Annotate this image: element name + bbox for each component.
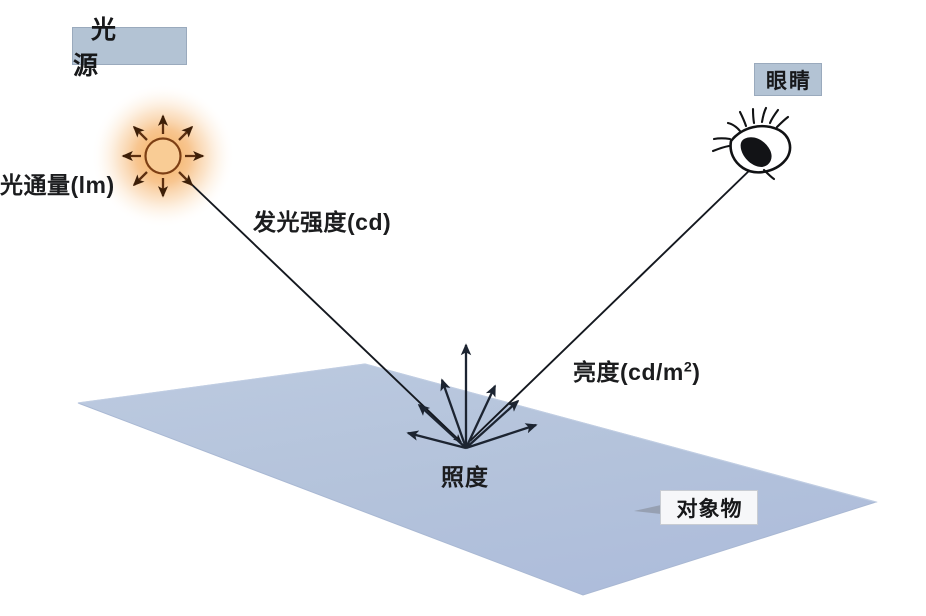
plane-top-edge (77, 363, 877, 503)
reflected-ray-2 (417, 403, 467, 449)
label-luminance-tail: ) (692, 359, 701, 385)
tag-object-label: 对象物 (676, 497, 743, 521)
label-illuminance: 照度 (441, 464, 489, 490)
sun-icon (121, 114, 205, 198)
reflected-ray-5 (464, 384, 497, 449)
tag-light-source-label: 光 源 (73, 16, 135, 80)
object-label-pointer (634, 505, 661, 514)
eye-pupil (740, 137, 772, 167)
view-ray-group (469, 166, 754, 442)
reflected-ray-3 (440, 378, 468, 449)
reflected-ray-1 (406, 430, 467, 450)
eye-lower-lash (762, 168, 776, 181)
tag-object: 对象物 (660, 490, 758, 525)
reflected-ray-6 (465, 399, 520, 449)
label-luminance-main: 亮度(cd/m (573, 359, 684, 385)
tag-eye: 眼睛 (754, 63, 822, 96)
incident-ray-group (185, 178, 462, 443)
object-plane-group (77, 363, 878, 596)
label-luminous-intensity: 发光强度(cd) (253, 209, 392, 235)
label-luminance: 亮度(cd/m2) (573, 353, 700, 387)
label-luminous-flux: 光通量(lm) (0, 172, 115, 198)
view-ray (469, 166, 754, 442)
reflected-ray-7 (465, 423, 538, 450)
incident-ray (185, 178, 462, 443)
tag-light-source: 光 源 (72, 16, 187, 80)
tag-eye-label: 眼睛 (766, 69, 812, 93)
label-luminance-exponent: 2 (683, 359, 693, 376)
eye-icon (711, 106, 792, 181)
sun-disc (144, 137, 182, 175)
reflected-ray-fan (406, 343, 538, 450)
